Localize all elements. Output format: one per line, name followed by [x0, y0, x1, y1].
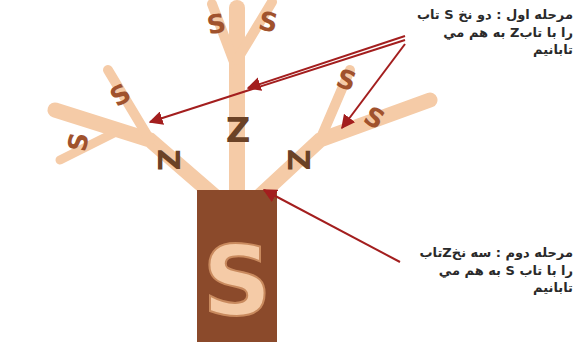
leader-arrow — [150, 40, 405, 122]
leader-arrow — [264, 190, 400, 262]
twist-letter: Z — [283, 149, 313, 171]
branch — [60, 130, 120, 160]
twist-letter: S — [105, 79, 134, 111]
branch — [250, 100, 430, 205]
leader-arrows — [150, 36, 405, 262]
leader-arrow — [248, 36, 405, 88]
twist-letter: S — [202, 234, 271, 330]
twist-letter: S — [333, 65, 359, 96]
branch — [229, 8, 245, 200]
twist-letter: S — [205, 10, 228, 39]
twist-letter: S — [256, 7, 280, 36]
branches — [55, 2, 430, 205]
callout-note: مرحله اول : دو نخ S تاب را با تابZ به هم… — [413, 6, 573, 59]
twist-letter: Z — [226, 113, 251, 147]
twist-letter: Z — [153, 149, 183, 171]
trunk — [197, 190, 277, 342]
twist-letter: S — [64, 131, 93, 154]
twist-letter: S — [359, 102, 388, 134]
callout-note: مرحله دوم : سه نخZتاب را با تاب S به هم … — [408, 244, 573, 297]
